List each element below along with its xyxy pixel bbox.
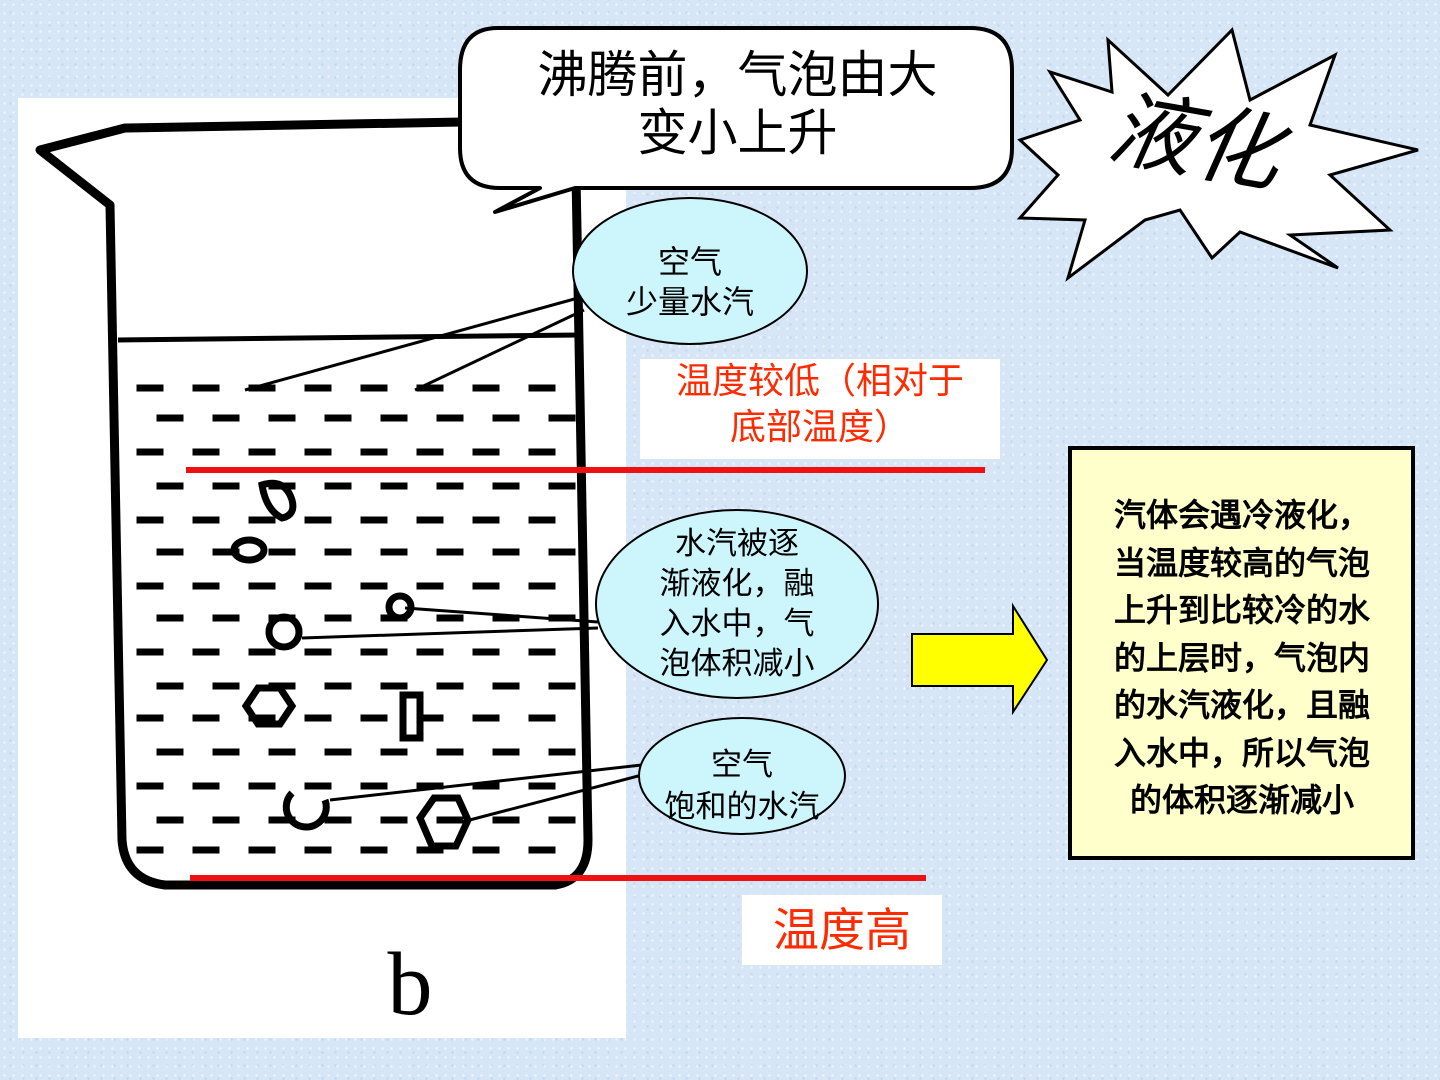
- water-bubble: [399, 691, 424, 742]
- explanation-line: 汽体会遇冷液化，: [1113, 496, 1370, 534]
- explanation-line: 的体积逐渐减小: [1129, 781, 1354, 819]
- top-bubble-line-2: 少量水汽: [625, 283, 754, 321]
- beaker-outline: [35, 115, 593, 890]
- top-bubble-shape: [572, 197, 808, 345]
- bottom-bubble-line-2: 饱和的水汽: [664, 789, 820, 825]
- explanation-line: 上升到比较冷的水: [1113, 591, 1370, 629]
- explanation-box: [1068, 446, 1415, 860]
- figure-letter: b: [387, 935, 433, 1034]
- explanation-line: 入水中，所以气泡: [1113, 733, 1370, 772]
- callout-line-2: 变小上升: [637, 104, 838, 162]
- water-bubbles: [230, 479, 472, 850]
- middle-bubble-line-2: 渐液化，融: [659, 566, 815, 602]
- bottom-bubble-shape: [638, 717, 846, 835]
- bottom-temperature-label: 温度高: [742, 895, 942, 965]
- water-surface: [117, 332, 581, 343]
- middle-bubble-line-3: 入水中，气: [659, 606, 815, 642]
- water-bubble: [265, 613, 303, 651]
- explanation-line: 的上层时，气泡内: [1113, 638, 1370, 677]
- callout-shape: [458, 26, 1014, 214]
- top-bubble-line-1: 空气: [657, 243, 722, 281]
- water-bubble: [241, 684, 297, 728]
- bottom-bubble-text: 空气 饱和的水汽: [636, 744, 848, 828]
- upper-temperature-line-2: 底部温度）: [729, 407, 910, 448]
- bottom-bubble-line-1: 空气: [711, 747, 773, 783]
- middle-bubble-line-4: 泡体积减小: [659, 646, 815, 682]
- explanation-line: 的水汽液化，且融: [1113, 686, 1370, 724]
- pointer-lines: [244, 296, 643, 824]
- top-bubble-text: 空气 少量水汽: [590, 242, 790, 322]
- upper-temperature-line-1: 温度较低（相对于: [675, 361, 964, 402]
- explanation-line: 当温度较高的气泡: [1113, 543, 1370, 582]
- middle-bubble-line-1: 水汽被逐: [675, 526, 799, 562]
- explanation-text: 汽体会遇冷液化， 当温度较高的气泡 上升到比较冷的水 的上层时，气泡内 的水汽液…: [1074, 492, 1410, 825]
- middle-bubble-text: 水汽被逐 渐液化，融 入水中，气 泡体积减小: [612, 524, 862, 684]
- burst-shape: [1016, 27, 1419, 282]
- water-bubble: [230, 536, 268, 564]
- callout-text: 沸腾前，气泡由大 变小上升: [470, 46, 1005, 162]
- callout-line-1: 沸腾前，气泡由大: [537, 46, 938, 104]
- arrow-shape: [911, 602, 1049, 716]
- water-bubble: [282, 790, 330, 831]
- upper-temperature-label: 温度较低（相对于 底部温度）: [640, 359, 1000, 459]
- water-bubble: [258, 479, 297, 522]
- water-dashes: [136, 384, 576, 854]
- middle-bubble-shape: [595, 509, 879, 699]
